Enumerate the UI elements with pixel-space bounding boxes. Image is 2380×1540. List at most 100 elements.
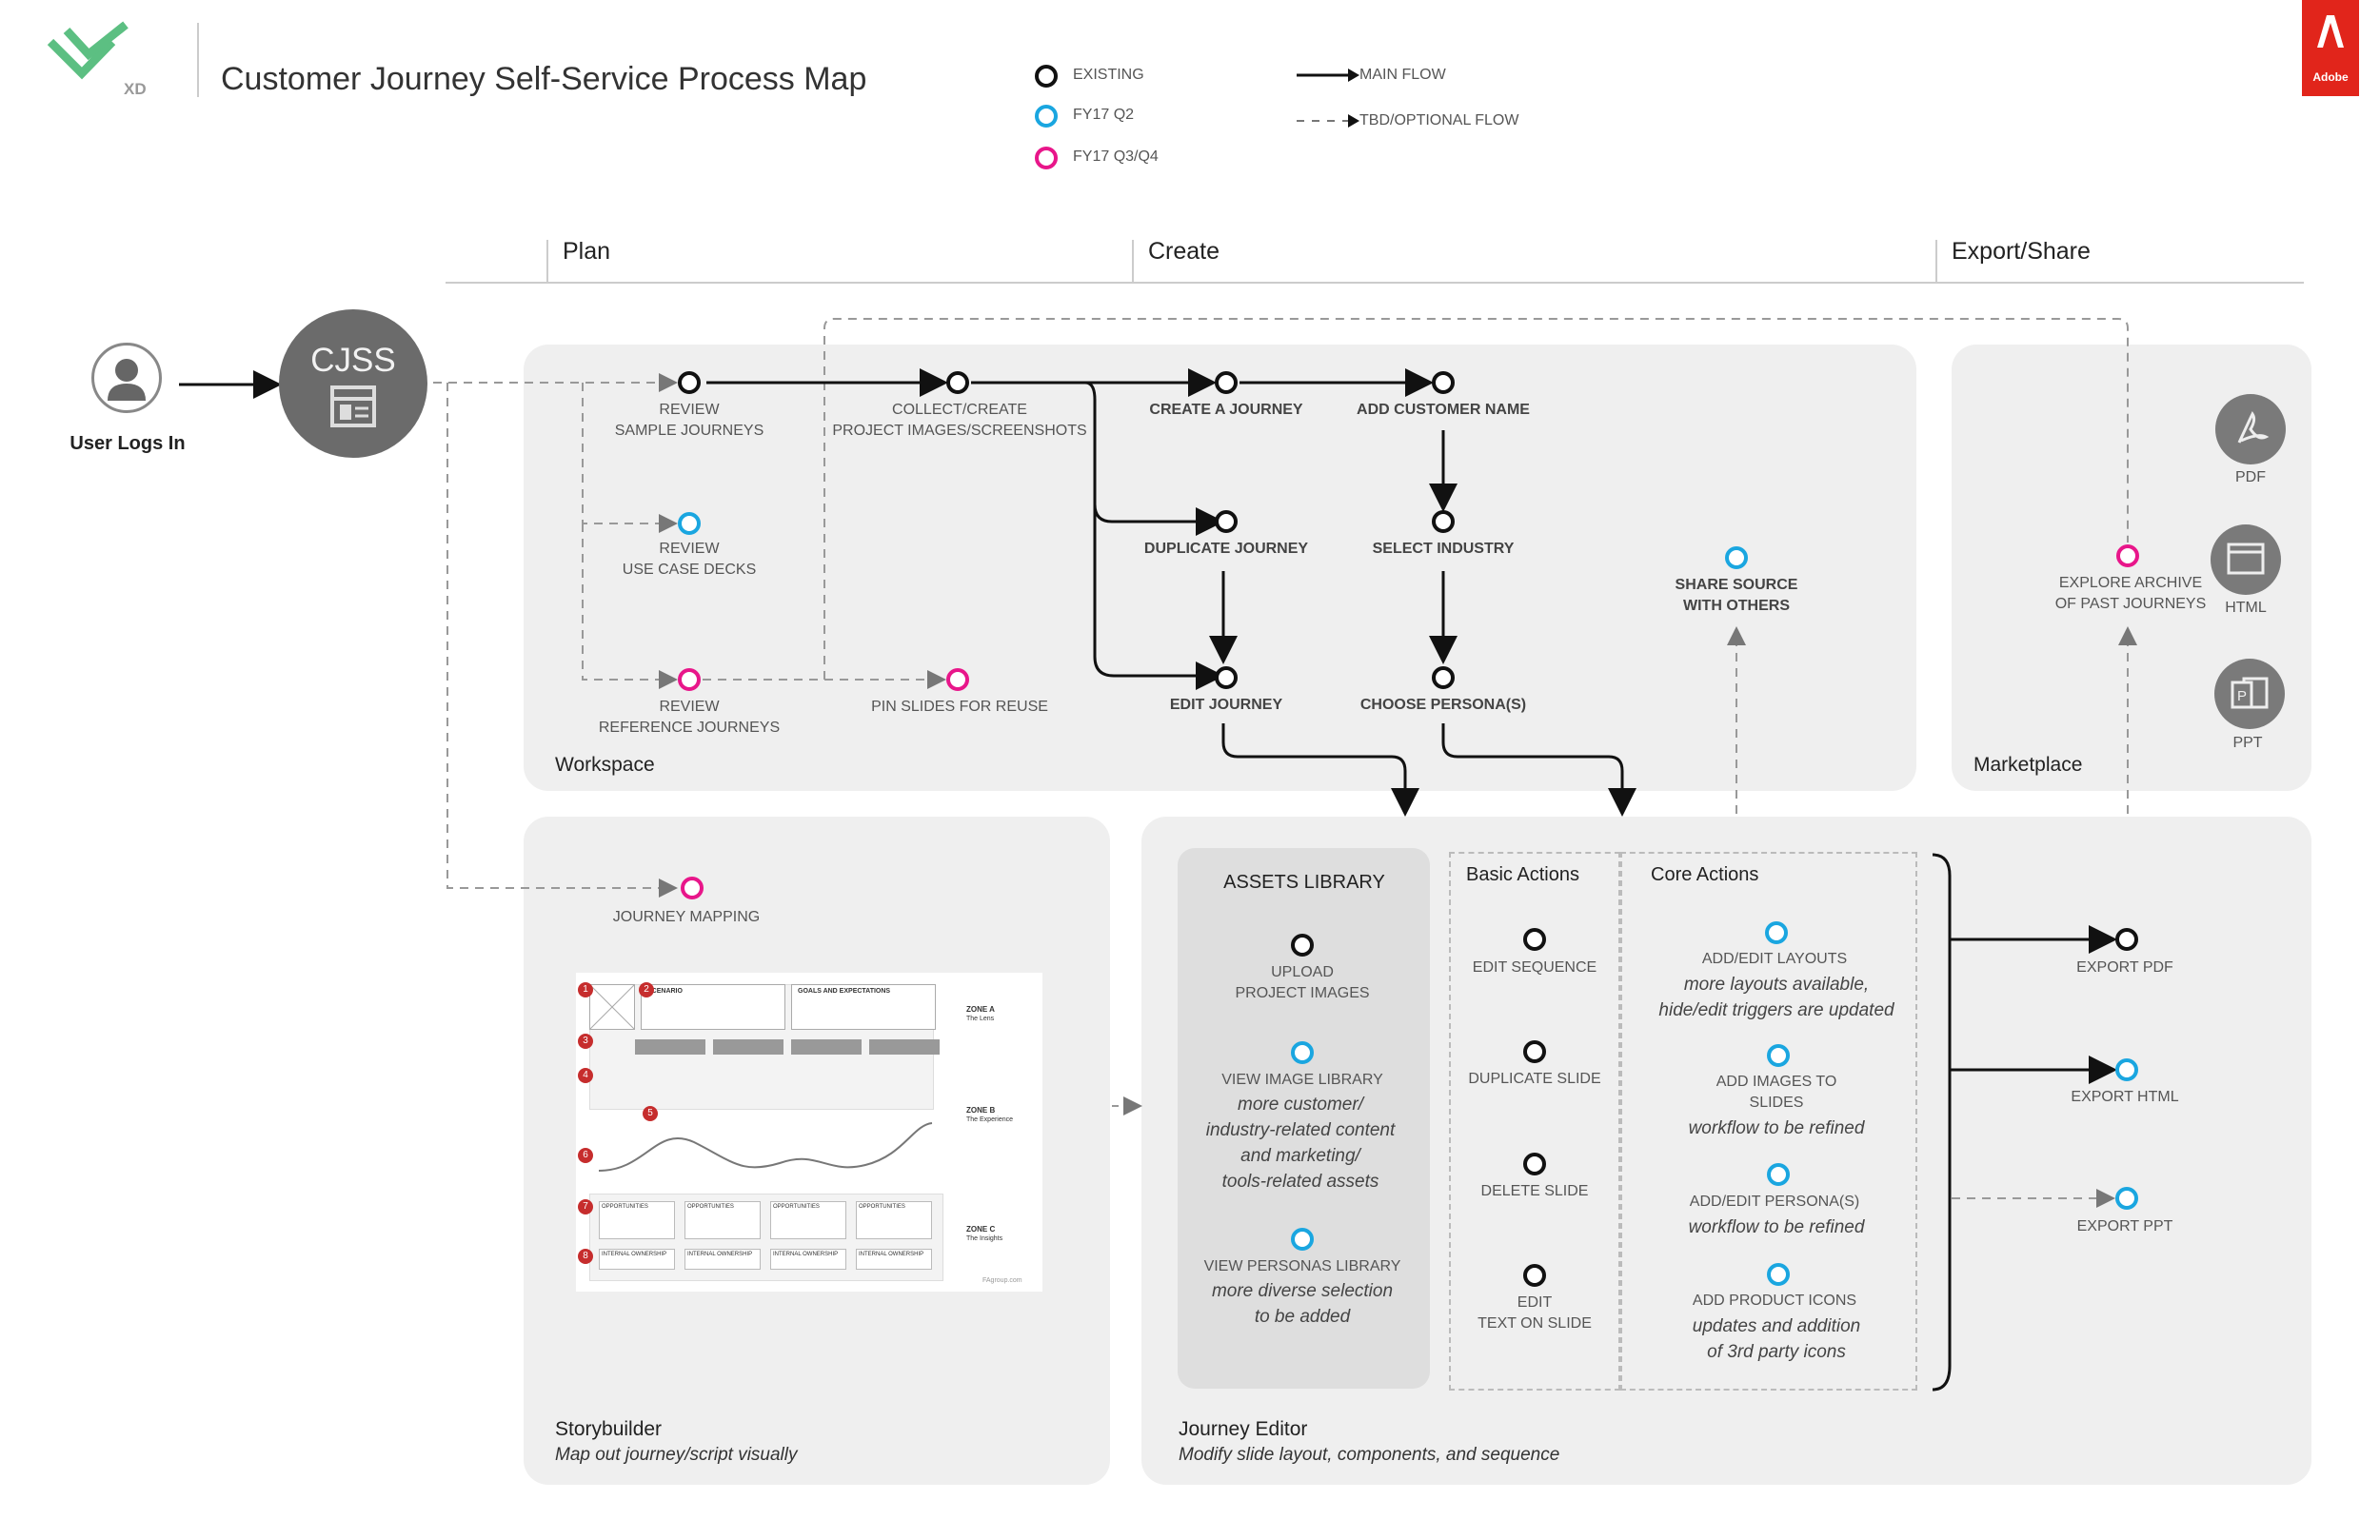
thumb-internal-cell: INTERNAL OWNERSHIP [599, 1249, 675, 1270]
review-reference-line2: REFERENCE JOURNEYS [598, 720, 781, 736]
legend-optional-flow: TBD/OPTIONAL FLOW [1359, 112, 1519, 128]
storybuilder-subtitle: Map out journey/script visually [555, 1445, 798, 1465]
acrobat-icon [2237, 411, 2270, 444]
add-layouts-note: more layouts available,hide/edit trigger… [1658, 972, 1894, 1023]
thumb-bar [791, 1039, 862, 1055]
phase-divider-plan [546, 240, 548, 282]
review-samples-node[interactable] [678, 371, 701, 394]
review-samples-line2: SAMPLE JOURNEYS [614, 423, 764, 439]
add-personas-node[interactable] [1767, 1163, 1790, 1186]
core-actions-box [1620, 852, 1917, 1391]
review-usecase-line2: USE CASE DECKS [622, 562, 757, 578]
thumb-internal-cell: INTERNAL OWNERSHIP [856, 1249, 932, 1270]
thumb-scenario-label: SCENARIO [647, 988, 683, 995]
legend-q2-dot [1035, 105, 1058, 128]
add-customer-node[interactable] [1432, 371, 1455, 394]
pdf-icon[interactable] [2215, 394, 2286, 464]
phase-export: Export/Share [1952, 238, 2091, 265]
select-industry-label: SELECT INDUSTRY [1372, 541, 1515, 557]
ppt-label: PPT [2232, 735, 2263, 751]
edit-sequence-label: EDIT SEQUENCE [1472, 959, 1597, 976]
export-pdf-node[interactable] [2115, 928, 2138, 951]
thumb-scenario-box: SCENARIO [641, 984, 785, 1030]
view-image-library-node[interactable] [1291, 1041, 1314, 1064]
review-reference-label: REVIEW REFERENCE JOURNEYS [599, 697, 780, 739]
thumb-zone-c-sub: The Insights [966, 1235, 1003, 1242]
thumb-bar [869, 1039, 940, 1055]
export-ppt-node[interactable] [2115, 1187, 2138, 1210]
review-reference-node[interactable] [678, 668, 701, 691]
edit-text-node[interactable] [1523, 1264, 1546, 1287]
xd-logo-icon [47, 21, 129, 80]
html-icon[interactable] [2211, 524, 2281, 595]
review-usecase-node[interactable] [678, 512, 701, 535]
phase-plan: Plan [563, 238, 611, 265]
thumb-internal-row: INTERNAL OWNERSHIP INTERNAL OWNERSHIP IN… [599, 1249, 932, 1270]
basic-actions-box [1449, 852, 1620, 1391]
pin-slides-node[interactable] [946, 668, 969, 691]
cjss-node[interactable]: CJSS [279, 309, 427, 458]
ppt-icon[interactable]: P [2214, 659, 2285, 729]
upload-line2: PROJECT IMAGES [1235, 985, 1370, 1001]
adobe-logo-text: Adobe [2312, 70, 2349, 84]
edit-journey-label: EDIT JOURNEY [1169, 697, 1283, 713]
duplicate-journey-label: DUPLICATE JOURNEY [1143, 541, 1309, 557]
note-line: to be added [1254, 1307, 1351, 1327]
duplicate-slide-node[interactable] [1523, 1040, 1546, 1063]
add-images-node[interactable] [1767, 1044, 1790, 1067]
view-personas-library-node[interactable] [1291, 1228, 1314, 1251]
upload-images-node[interactable] [1291, 934, 1314, 957]
thumb-zone-a-sub: The Lens [966, 1016, 995, 1022]
add-icons-node[interactable] [1767, 1263, 1790, 1286]
view-image-library-label: VIEW IMAGE LIBRARY [1221, 1072, 1383, 1088]
pin-slides-label: PIN SLIDES FOR REUSE [871, 699, 1048, 715]
assets-library-heading: ASSETS LIBRARY [1223, 872, 1385, 893]
review-reference-line1: REVIEW [659, 699, 720, 715]
add-images-note: workflow to be refined [1688, 1118, 1865, 1138]
pdf-label: PDF [2235, 469, 2266, 485]
edit-sequence-node[interactable] [1523, 928, 1546, 951]
thumb-zone-c-label: ZONE C [966, 1225, 996, 1234]
share-source-node[interactable] [1725, 546, 1748, 569]
export-html-node[interactable] [2115, 1058, 2138, 1081]
thumb-badge: 7 [578, 1199, 593, 1214]
edit-text-line2: TEXT ON SLIDE [1478, 1315, 1592, 1332]
legend-existing-dot [1035, 65, 1058, 88]
add-layouts-node[interactable] [1765, 921, 1788, 944]
adobe-logo: Adobe [2302, 0, 2359, 96]
view-personas-library-label: VIEW PERSONAS LIBRARY [1203, 1258, 1401, 1274]
note-line: and marketing/ [1240, 1146, 1360, 1166]
thumb-badge: 3 [578, 1034, 593, 1049]
thumb-opportunity-cell: OPPORTUNITIES [856, 1201, 932, 1239]
add-personas-label: ADD/EDIT PERSONA(S) [1689, 1194, 1860, 1210]
journey-mapping-node[interactable] [681, 877, 704, 899]
xd-logo-text: XD [124, 80, 147, 98]
choose-persona-node[interactable] [1432, 666, 1455, 689]
select-industry-node[interactable] [1432, 510, 1455, 533]
legend-flow-arrows [1297, 69, 1359, 128]
collect-line1: COLLECT/CREATE [892, 402, 1027, 418]
note-line: of 3rd party icons [1707, 1342, 1846, 1362]
review-samples-line1: REVIEW [659, 402, 720, 418]
add-images-line2: SLIDES [1749, 1095, 1804, 1111]
journey-map-thumbnail[interactable]: SCENARIO GOALS AND EXPECTATIONS OPPORTUN… [576, 973, 1042, 1292]
journey-mapping-label: JOURNEY MAPPING [612, 909, 761, 925]
storybuilder-title: Storybuilder [555, 1418, 663, 1440]
duplicate-journey-node[interactable] [1215, 510, 1238, 533]
explore-archive-node[interactable] [2116, 544, 2139, 567]
note-line: updates and addition [1692, 1316, 1861, 1336]
adobe-a-icon [2317, 15, 2344, 48]
explore-line2: OF PAST JOURNEYS [2054, 596, 2207, 612]
choose-persona-label: CHOOSE PERSONA(S) [1359, 697, 1527, 713]
delete-slide-node[interactable] [1523, 1153, 1546, 1175]
thumb-header-bars [635, 1039, 940, 1055]
create-journey-node[interactable] [1215, 371, 1238, 394]
edit-journey-node[interactable] [1215, 666, 1238, 689]
thumb-badge: 1 [578, 982, 593, 997]
explore-line1: EXPLORE ARCHIVE [2058, 575, 2203, 591]
collect-node[interactable] [946, 371, 969, 394]
thumb-zone-b-sub: The Experience [966, 1116, 1014, 1123]
